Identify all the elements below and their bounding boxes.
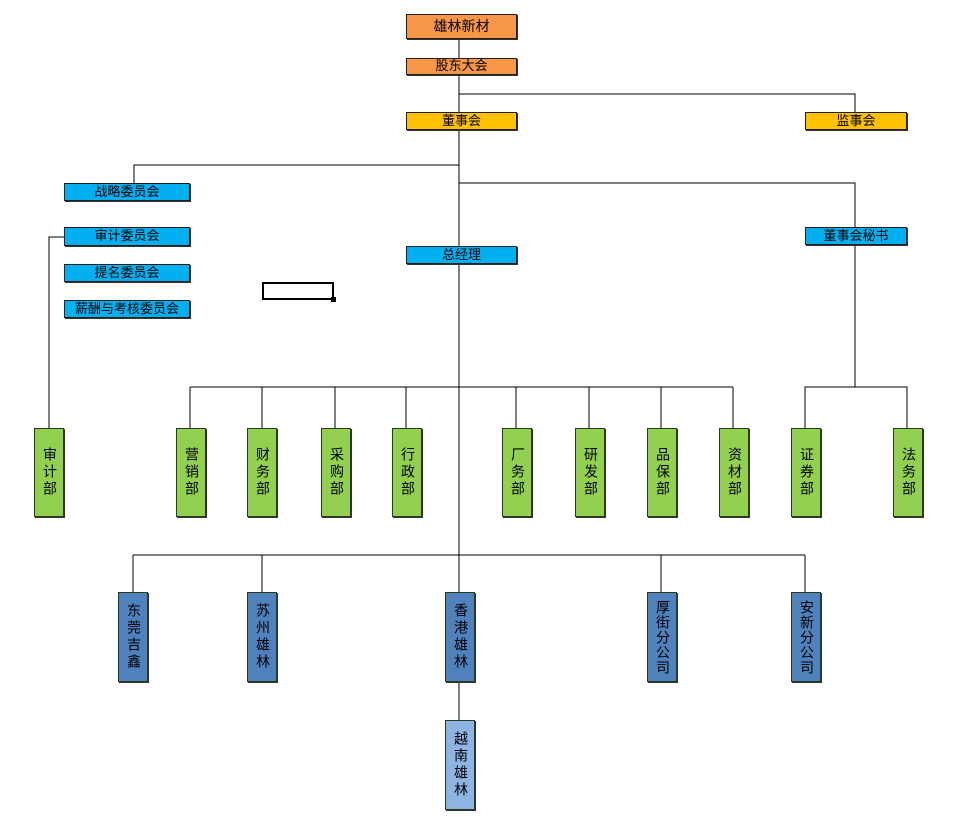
dept-label: 行政部 — [399, 447, 415, 498]
dept-label: 品保部 — [654, 447, 670, 498]
compensation-committee-box: 薪酬与考核委员会 — [64, 300, 190, 318]
dept-label: 营销部 — [183, 447, 199, 498]
dept-audit: 审计部 — [34, 428, 64, 517]
dept-purchasing: 采购部 — [321, 428, 351, 517]
company-box: 雄林新材 — [406, 14, 517, 39]
cell-selection[interactable] — [262, 282, 336, 302]
strategy-committee-box: 战略委员会 — [64, 183, 190, 201]
dept-label: 法务部 — [900, 447, 916, 498]
sub-hongkong-xionglin: 香港雄林 — [445, 592, 475, 682]
board-secretary-box: 董事会秘书 — [805, 227, 907, 245]
dept-marketing: 营销部 — [176, 428, 206, 517]
sub-label: 东莞吉鑫 — [125, 603, 141, 671]
sub-houjie-branch: 厚街分公司 — [647, 592, 677, 682]
dept-label: 财务部 — [254, 447, 270, 498]
sub-label: 厚街分公司 — [654, 599, 670, 675]
dept-facilities: 厂务部 — [502, 428, 532, 517]
nomination-committee-box: 提名委员会 — [64, 264, 190, 282]
dept-label: 审计部 — [41, 447, 57, 498]
dept-rnd: 研发部 — [575, 428, 605, 517]
sub-anxin-branch: 安新分公司 — [791, 592, 821, 682]
dept-qa: 品保部 — [647, 428, 677, 517]
supervisors-box: 监事会 — [805, 112, 907, 130]
general-manager-box: 总经理 — [406, 246, 517, 264]
dept-securities: 证券部 — [791, 428, 821, 517]
sub-vietnam-xionglin: 越南雄林 — [445, 720, 475, 810]
sub-label: 安新分公司 — [798, 599, 814, 675]
sub-suzhou-xionglin: 苏州雄林 — [247, 592, 277, 682]
dept-label: 厂务部 — [509, 447, 525, 498]
dept-label: 证券部 — [798, 447, 814, 498]
sub-label: 越南雄林 — [452, 731, 468, 799]
shareholders-box: 股东大会 — [406, 58, 517, 75]
audit-committee-box: 审计委员会 — [64, 227, 190, 246]
dept-label: 资材部 — [726, 447, 742, 498]
dept-label: 研发部 — [582, 447, 598, 498]
sub-dongguan-jixin: 东莞吉鑫 — [118, 592, 148, 682]
dept-materials: 资材部 — [719, 428, 749, 517]
dept-label: 采购部 — [328, 447, 344, 498]
dept-admin: 行政部 — [392, 428, 422, 517]
sub-label: 香港雄林 — [452, 603, 468, 671]
dept-finance: 财务部 — [247, 428, 277, 517]
sub-label: 苏州雄林 — [254, 603, 270, 671]
dept-legal: 法务部 — [893, 428, 923, 517]
board-box: 董事会 — [406, 112, 517, 130]
fill-handle[interactable] — [331, 297, 336, 302]
